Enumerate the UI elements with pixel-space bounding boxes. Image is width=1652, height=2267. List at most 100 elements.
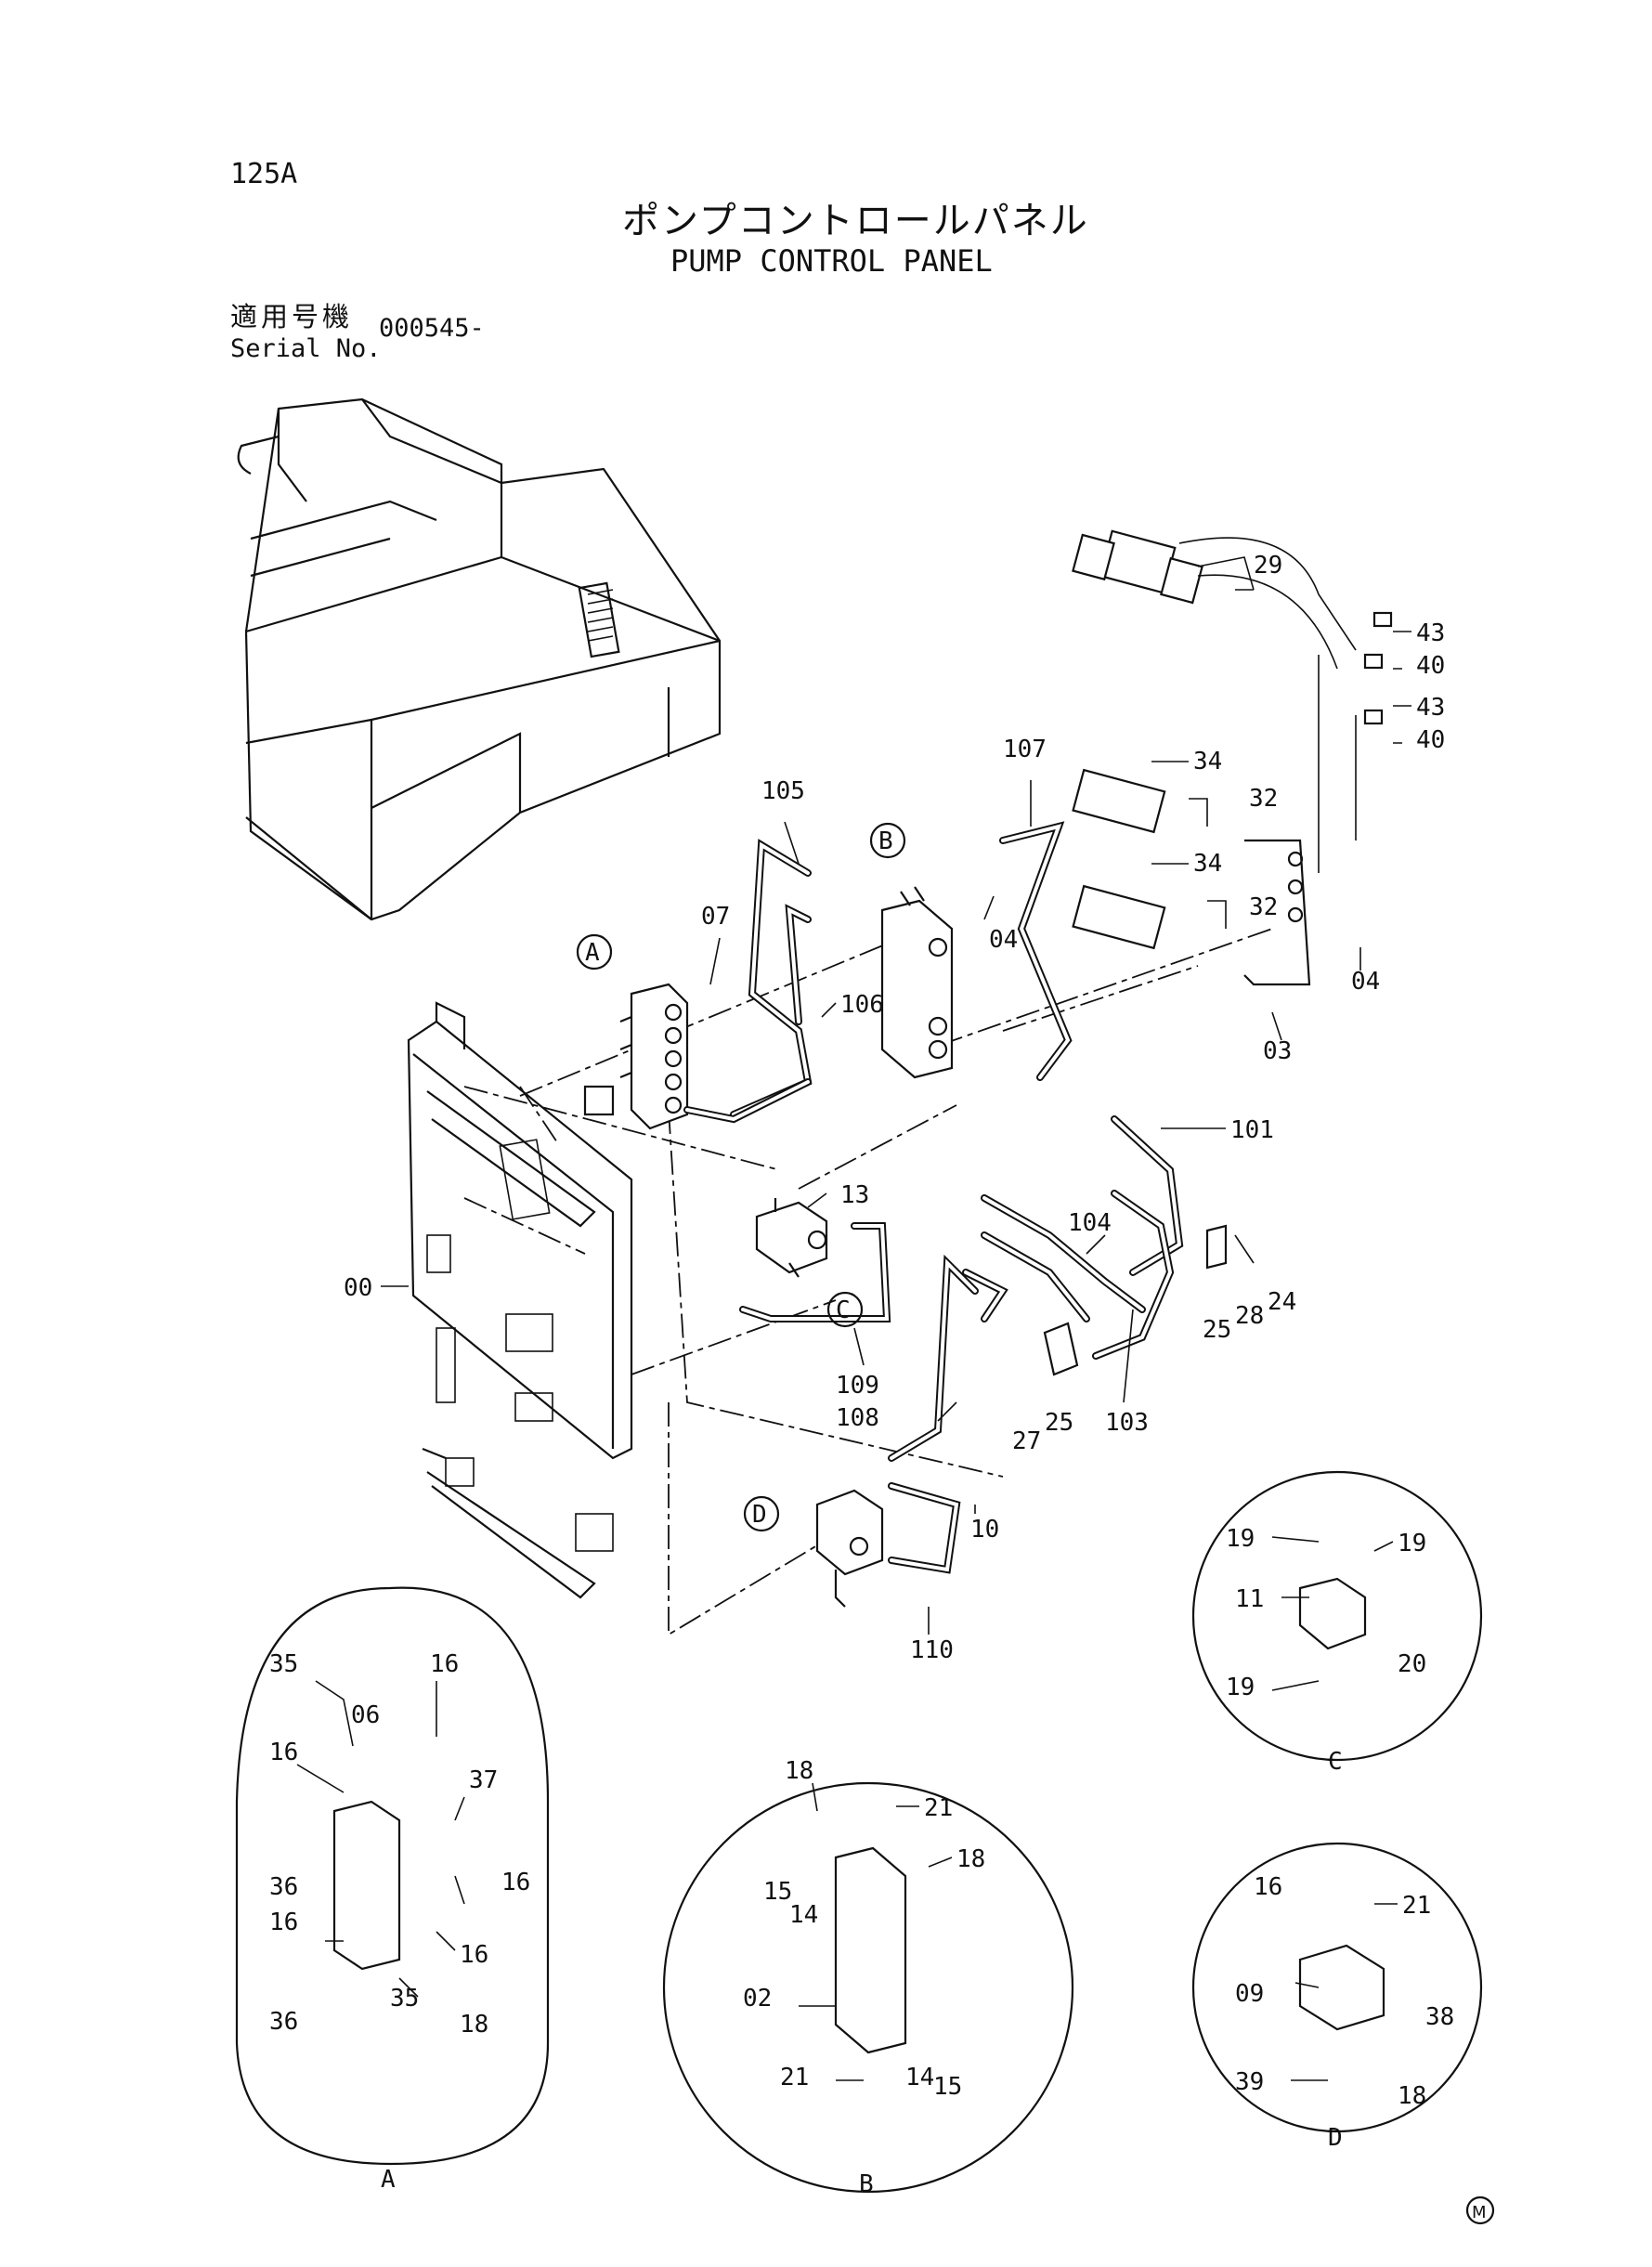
a-label-16a: 16 bbox=[430, 1650, 459, 1678]
detail-view-b bbox=[662, 1781, 1074, 2194]
c-label-19c: 19 bbox=[1226, 1674, 1255, 1701]
label-34b: 34 bbox=[1193, 850, 1222, 878]
c-label-19b: 19 bbox=[1398, 1530, 1426, 1557]
manifold-d bbox=[815, 1489, 884, 1608]
a-label-36a: 36 bbox=[269, 1873, 298, 1901]
d-label-21: 21 bbox=[1402, 1892, 1431, 1920]
label-24: 24 bbox=[1268, 1288, 1296, 1316]
c-label-11: 11 bbox=[1235, 1585, 1264, 1613]
detail-view-c bbox=[1191, 1470, 1483, 1762]
detail-view-d bbox=[1191, 1842, 1483, 2133]
title-english: PUMP CONTROL PANEL bbox=[670, 243, 993, 279]
machine-body-illustration bbox=[237, 397, 722, 921]
a-label-18: 18 bbox=[460, 2011, 488, 2039]
bracket-03 bbox=[1243, 655, 1357, 986]
label-40b: 40 bbox=[1416, 726, 1445, 754]
label-25b: 25 bbox=[1045, 1409, 1073, 1437]
leader-lines bbox=[519, 928, 1273, 1636]
label-32b: 32 bbox=[1249, 893, 1278, 921]
serial-label-english: Serial No. bbox=[230, 334, 382, 363]
mark-label: M bbox=[1472, 2203, 1487, 2222]
a-label-16d: 16 bbox=[269, 1909, 298, 1936]
label-29: 29 bbox=[1254, 552, 1282, 580]
detail-c-caption: C bbox=[1328, 1748, 1343, 1776]
label-107: 107 bbox=[1003, 736, 1047, 763]
solenoid-valve-29 bbox=[1072, 529, 1393, 725]
manifold-a bbox=[619, 983, 689, 1130]
b-label-21a: 21 bbox=[924, 1794, 953, 1822]
c-label-20: 20 bbox=[1398, 1650, 1426, 1678]
label-04a: 04 bbox=[989, 926, 1018, 954]
a-label-37: 37 bbox=[469, 1766, 498, 1794]
b-label-15a: 15 bbox=[763, 1878, 792, 1906]
label-25a: 25 bbox=[1203, 1316, 1231, 1344]
d-label-09: 09 bbox=[1235, 1980, 1264, 2008]
marker-d: D bbox=[752, 1501, 767, 1529]
d-label-38: 38 bbox=[1425, 2003, 1454, 2031]
label-43b: 43 bbox=[1416, 694, 1445, 722]
label-103: 103 bbox=[1105, 1409, 1149, 1437]
marker-b: B bbox=[878, 827, 893, 855]
panel-plate bbox=[407, 1001, 781, 1599]
marker-c: C bbox=[836, 1296, 851, 1324]
label-04b: 04 bbox=[1351, 968, 1380, 996]
a-label-06: 06 bbox=[351, 1701, 380, 1729]
label-28: 28 bbox=[1235, 1302, 1264, 1330]
callout-labels-detail-a: 35 06 16 16 37 16 36 16 16 36 35 18 A bbox=[269, 1650, 530, 2194]
a-label-35b: 35 bbox=[390, 1985, 419, 2013]
serial-value: 000545- bbox=[379, 314, 485, 343]
c-label-19a: 19 bbox=[1226, 1525, 1255, 1553]
d-label-18: 18 bbox=[1398, 2082, 1426, 2110]
label-106: 106 bbox=[840, 991, 884, 1019]
b-label-21b: 21 bbox=[780, 2064, 809, 2091]
label-101: 101 bbox=[1230, 1116, 1274, 1144]
title-japanese: ポンプコントロールパネル bbox=[622, 200, 1089, 242]
label-105: 105 bbox=[761, 777, 805, 805]
callout-labels-detail-b: 18 21 18 15 14 02 21 14 15 B bbox=[743, 1757, 985, 2198]
manifold-b bbox=[880, 886, 954, 1079]
manufacturer-mark bbox=[1465, 2195, 1495, 2225]
b-label-14a: 14 bbox=[789, 1901, 818, 1929]
b-label-02: 02 bbox=[743, 1985, 772, 2013]
a-label-16b: 16 bbox=[269, 1739, 298, 1766]
label-32a: 32 bbox=[1249, 785, 1278, 813]
a-label-16c: 16 bbox=[501, 1869, 530, 1896]
manifold-c bbox=[755, 1198, 828, 1278]
a-label-35: 35 bbox=[269, 1650, 298, 1678]
label-108: 108 bbox=[836, 1404, 879, 1432]
marker-a: A bbox=[585, 939, 600, 967]
callout-leaders bbox=[381, 556, 1411, 1635]
label-40a: 40 bbox=[1416, 652, 1445, 680]
label-27: 27 bbox=[1012, 1427, 1041, 1455]
clamp-25 bbox=[1043, 1224, 1228, 1376]
label-110: 110 bbox=[910, 1636, 954, 1664]
detail-b-caption: B bbox=[859, 2170, 874, 2198]
label-34a: 34 bbox=[1193, 748, 1222, 775]
label-07: 07 bbox=[701, 903, 730, 931]
pipes bbox=[683, 821, 1184, 1574]
d-label-16: 16 bbox=[1254, 1873, 1282, 1901]
detail-leaders bbox=[296, 1536, 1398, 2081]
label-10: 10 bbox=[970, 1516, 999, 1544]
detail-d-caption: D bbox=[1328, 2124, 1343, 2152]
b-label-18b: 18 bbox=[956, 1845, 985, 1873]
callout-labels-detail-c: 19 19 11 20 19 C bbox=[1226, 1525, 1426, 1776]
label-43a: 43 bbox=[1416, 619, 1445, 647]
solenoid-valves-32 bbox=[1072, 768, 1166, 950]
detail-view-a bbox=[235, 1586, 550, 2166]
d-label-39: 39 bbox=[1235, 2068, 1264, 2096]
callout-labels-main: 29 43 40 43 40 107 34 32 34 32 105 07 04… bbox=[344, 552, 1445, 1664]
label-13: 13 bbox=[840, 1181, 869, 1209]
a-label-36b: 36 bbox=[269, 2008, 298, 2036]
a-label-16e: 16 bbox=[460, 1941, 488, 1969]
callout-labels-detail-d: 16 21 38 09 39 18 D bbox=[1235, 1873, 1454, 2152]
page-number: 125A bbox=[230, 158, 298, 190]
label-00: 00 bbox=[344, 1274, 372, 1302]
label-109: 109 bbox=[836, 1372, 879, 1400]
detail-a-caption: A bbox=[381, 2166, 396, 2194]
label-03: 03 bbox=[1263, 1037, 1292, 1065]
b-label-15b: 15 bbox=[933, 2073, 962, 2101]
label-104: 104 bbox=[1068, 1209, 1112, 1237]
b-label-18a: 18 bbox=[785, 1757, 813, 1785]
